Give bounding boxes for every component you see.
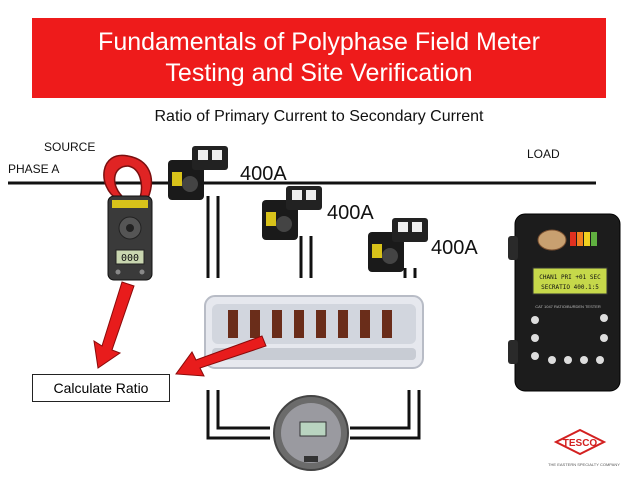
ct-secondary-wires [206, 196, 417, 278]
arrows [93, 281, 267, 377]
tester-display-line-2: SECRATIO 400.1:5 [541, 284, 599, 291]
logo-text: TESCO [563, 438, 598, 449]
ct-rating-1: 400A [240, 163, 287, 185]
calculate-ratio-box: Calculate Ratio [32, 374, 170, 402]
arrow-from-test-switch [175, 335, 267, 377]
ratio-burden-tester-icon [508, 213, 621, 392]
subtitle: Ratio of Primary Current to Secondary Cu… [154, 108, 484, 125]
ct-rating-3: 400A [431, 237, 478, 259]
load-label: LOAD [527, 147, 560, 161]
title-banner: Fundamentals of Polyphase Field Meter Te… [32, 18, 606, 98]
current-transformer-3-icon [368, 218, 428, 272]
current-transformer-1-icon [168, 146, 228, 200]
arrow-from-clamp-meter [93, 281, 135, 369]
electric-meter-icon [273, 395, 349, 471]
test-switch-icon [204, 295, 424, 369]
current-transformer-2-icon [262, 186, 322, 240]
logo-caption: THE EASTERN SPECIALTY COMPANY [548, 462, 620, 467]
tester-caption: CAT 1047 RATIO/BURDEN TESTER [535, 304, 601, 309]
meter-wiring [206, 390, 421, 440]
title-line-2: Testing and Site Verification [165, 59, 473, 87]
ct-rating-2: 400A [327, 202, 374, 224]
source-label: SOURCE [44, 140, 96, 154]
tesco-logo: TESCO THE EASTERN SPECIALTY COMPANY [548, 428, 620, 467]
clamp-meter-readout: 000 [121, 253, 139, 264]
clamp-meter-icon [103, 154, 153, 281]
tester-display-line-1: CHAN1 PRI +01 SEC [539, 274, 601, 281]
phase-a-label: PHASE A [8, 162, 60, 176]
calculate-ratio-label: Calculate Ratio [53, 380, 149, 396]
title-line-1: Fundamentals of Polyphase Field Meter [98, 28, 540, 56]
